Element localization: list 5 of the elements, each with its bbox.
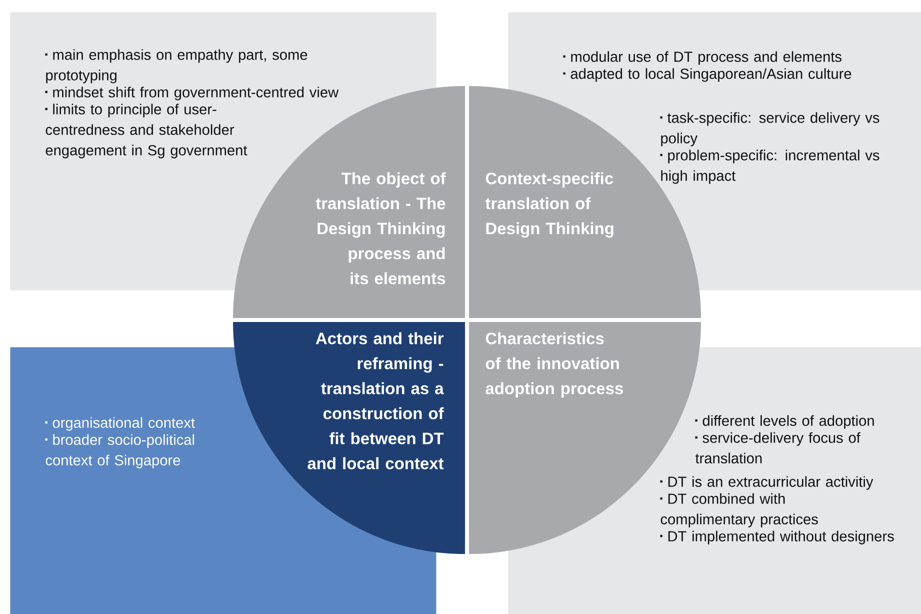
bullet-item: organisational context [45, 417, 195, 431]
bullet-item: adapted to local Singaporean/Asian culture [563, 68, 852, 82]
bullet-item: broader socio-political context of Singapore [45, 434, 194, 468]
bullet-item: modular use of DT process and elements [563, 51, 842, 65]
quadrant-sector: Actors and their reframing - translation as a construction of fit between DT and local context [233, 322, 465, 554]
